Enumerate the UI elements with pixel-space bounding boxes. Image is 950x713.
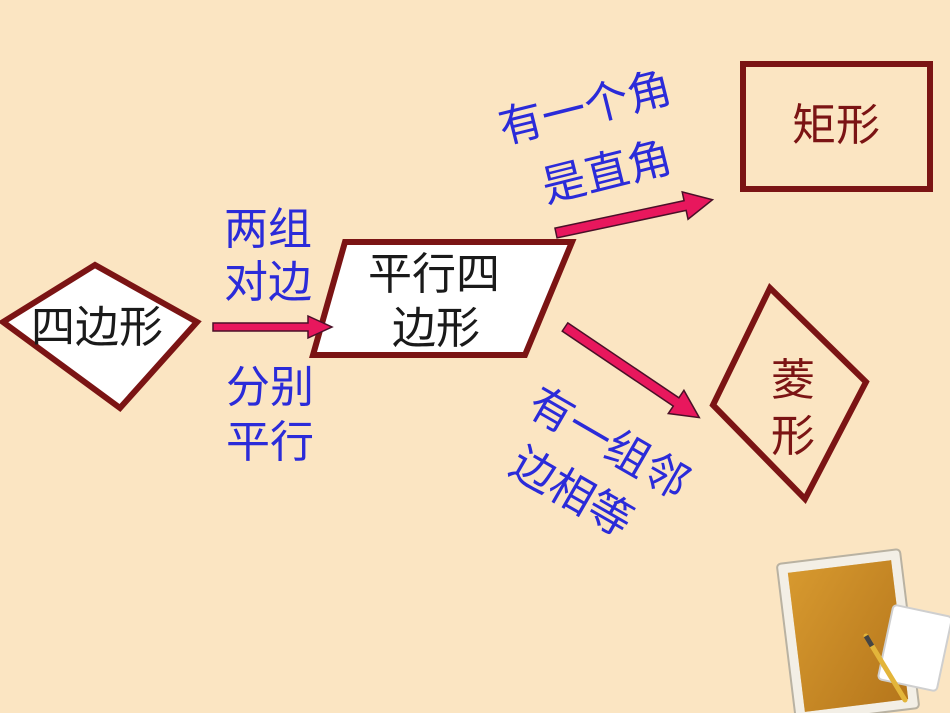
parallelogram-label-line2: 边形 <box>392 303 480 354</box>
notebook-pencil-icon <box>776 548 950 713</box>
arrow-to-parallelogram <box>212 314 334 340</box>
quadrilateral-label: 四边形 <box>31 302 163 353</box>
parallelogram-label-line1: 平行四 <box>368 249 500 300</box>
condition-parallel-bottom-line1: 分别 <box>226 362 314 413</box>
rhombus-shape <box>709 282 870 505</box>
quadrilateral-shape <box>0 261 202 413</box>
rhombus-label-line1: 菱 <box>771 355 815 406</box>
parallelogram-shape <box>309 239 577 358</box>
rhombus-label-line2: 形 <box>771 411 815 462</box>
arrow-to-rhombus <box>561 321 701 419</box>
arrow-to-rectangle <box>554 190 715 239</box>
condition-parallel-top-line2: 对边 <box>224 257 312 308</box>
condition-parallel-top-line1: 两组 <box>224 204 312 255</box>
rectangle-shape <box>740 61 933 192</box>
condition-parallel-bottom-line2: 平行 <box>226 417 314 468</box>
rectangle-label: 矩形 <box>792 100 880 151</box>
